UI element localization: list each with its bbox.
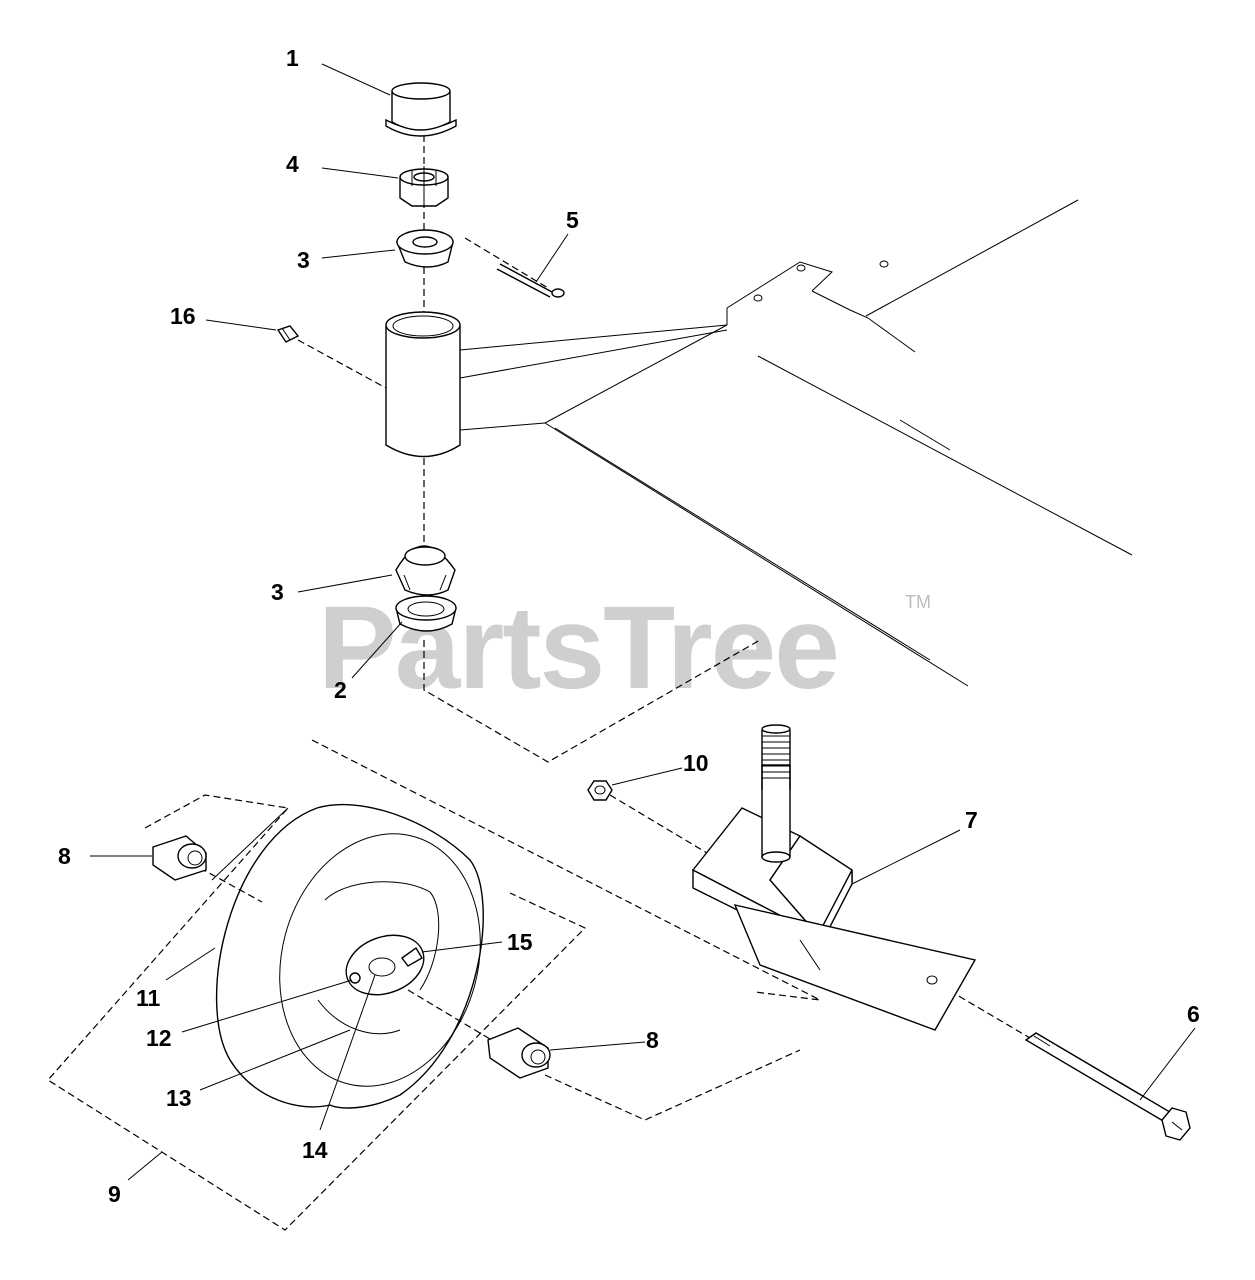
axle-bolt [1024,1032,1191,1141]
callout-5: 5 [566,207,579,233]
callouts: 1 4 3 5 16 3 2 10 7 8 15 11 12 8 6 13 14… [58,45,1200,1207]
deck-frame [459,199,1133,687]
wheel-tire [211,803,484,1109]
bearing-cup [395,595,457,632]
grease-fitting [276,325,387,389]
callout-3-lower: 3 [271,579,284,605]
hub-grease-fitting [349,972,361,984]
callout-12: 12 [146,1025,172,1051]
callout-8-left: 8 [58,843,71,869]
caster-fork [691,724,977,1031]
callout-1: 1 [286,45,299,71]
callout-3-upper: 3 [297,247,310,273]
callout-8-right: 8 [646,1027,659,1053]
callout-7: 7 [965,807,978,833]
spacer-path-left [199,867,263,903]
callout-11: 11 [136,985,161,1011]
callout-14: 14 [302,1137,328,1163]
bearing-upper [395,229,454,268]
cotter-pin [496,263,565,298]
callout-13: 13 [166,1085,192,1111]
hex-nut [587,780,613,801]
spacer-right [487,1027,551,1079]
wheel-hub [345,934,425,996]
wheel-group-lower-edge [544,1049,801,1121]
bearing-lower [395,545,456,596]
wheel-group-top-edge [311,739,821,1001]
callout-6: 6 [1187,1001,1200,1027]
leader-lines [90,63,1196,1181]
cotter-pin-path [464,237,549,289]
nut-path [609,794,713,857]
spacer-path-right [407,989,496,1043]
watermark-text: PartsTree [318,582,838,714]
castle-nut [399,166,449,207]
wheel-group-outline [47,794,587,1231]
hub-set-screw [401,946,423,967]
callout-9: 9 [108,1181,121,1207]
callout-16: 16 [170,303,196,329]
spacer-left [152,835,207,881]
callout-2: 2 [334,677,347,703]
dust-cap [385,82,457,137]
spindle-housing [385,311,461,458]
watermark-trademark: TM [905,592,931,612]
callout-10: 10 [683,750,709,776]
callout-4: 4 [286,151,299,177]
callout-15: 15 [507,929,533,955]
spindle-axis-to-fork [423,639,761,763]
